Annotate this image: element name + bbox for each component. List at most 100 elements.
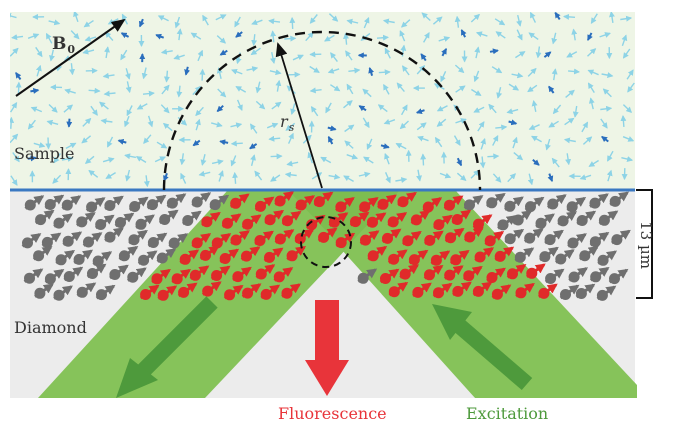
sample-spin-dark [30,87,40,94]
sample-spin [479,156,486,169]
sample-spin [157,15,169,22]
sample-spin [195,118,201,131]
nv-center-excited [433,214,453,231]
sample-spin [125,81,132,94]
nv-center-excited [388,281,409,298]
nv-center [524,196,545,213]
sample-spin-dark [27,155,37,162]
nv-center-excited [274,191,295,207]
sample-spin [362,117,370,129]
nv-center [147,232,168,248]
sample-spin [27,119,36,130]
sample-spin [33,142,46,148]
sample-spin [495,31,506,39]
sample-spin [309,65,320,73]
nv-center [486,192,506,209]
sample-spin [579,174,592,180]
sample-spin [192,85,201,96]
sample-spin [455,118,467,124]
sample-spin-dark [587,32,593,41]
sample-spin [551,32,558,45]
nv-center [598,210,619,226]
sample-spin [496,87,503,99]
sample-spin [439,172,452,179]
nv-center-excited [171,268,192,285]
sample-spin [627,82,635,93]
sample-spin [156,141,168,149]
nv-center [41,232,62,248]
sample-spin [527,84,538,93]
sample-spin [284,35,297,42]
sample-spin [12,152,20,163]
sample-spin [384,47,391,59]
nv-center [555,249,575,265]
sample-spin [470,169,480,179]
sample-spin [527,67,537,77]
sample-label: Sample [14,144,75,163]
sample-spin [328,173,341,180]
nv-center-excited [254,196,275,212]
sample-spin [622,48,631,59]
sample-spin-dark [358,105,367,112]
sample-spin [487,153,500,160]
nv-center-excited [449,249,470,266]
field-label: B0 [52,34,75,56]
nv-center-excited [229,193,250,209]
sample-spin [141,67,148,80]
sample-spin-dark [548,85,555,94]
sample-spin [160,48,173,55]
nv-center [166,193,187,209]
sample-spin-dark [601,135,609,143]
nv-center-excited [387,212,408,228]
sample-spin [402,65,410,76]
nv-center [589,266,610,283]
sample-spin-dark [15,71,22,80]
nv-center [55,249,76,266]
sample-spin [343,32,349,45]
sample-spin [271,101,282,110]
sample-spin-dark [235,31,243,38]
nv-center-excited [199,245,220,261]
sample-spin [516,14,522,27]
nv-center-excited [317,227,338,243]
nv-center [62,231,83,247]
sample-spin [200,154,207,166]
sample-spin [513,152,524,161]
nv-center-excited [379,268,400,284]
nv-center [504,196,524,212]
sample-spin [69,63,75,76]
field-symbol: B [52,34,67,54]
sample-spin-dark [456,157,463,167]
nv-center-excited [273,267,294,283]
sample-spin [236,99,243,112]
sample-spin [382,18,395,25]
nv-center-excited [294,228,315,245]
sample-spin [154,156,167,163]
nv-center [24,195,45,211]
sample-spin [311,172,323,180]
sample-spin [581,121,589,133]
sample-spin-dark [66,118,73,128]
sample-spin-dark [249,143,258,150]
sample-spin [199,68,206,81]
sample-spin [551,68,558,81]
sample-spin [136,103,148,110]
sample-spin [606,150,614,162]
nv-center-excited [366,212,387,228]
sample-spin [396,82,405,93]
nv-center [596,285,617,301]
sample-spin [565,153,572,166]
sample-spin [305,31,314,42]
nv-center [32,245,53,262]
fluorescence-outgoing-arrow [116,296,218,398]
nv-center-excited [201,211,221,228]
sample-spin [48,103,58,113]
sample-spin-dark [554,12,561,20]
sample-spin [70,30,80,40]
sample-spin [512,136,518,149]
sample-spin [343,100,353,109]
sample-spin [346,153,359,160]
sample-spin [600,105,613,112]
sample-spin [346,83,354,95]
sample-spin [250,123,258,134]
